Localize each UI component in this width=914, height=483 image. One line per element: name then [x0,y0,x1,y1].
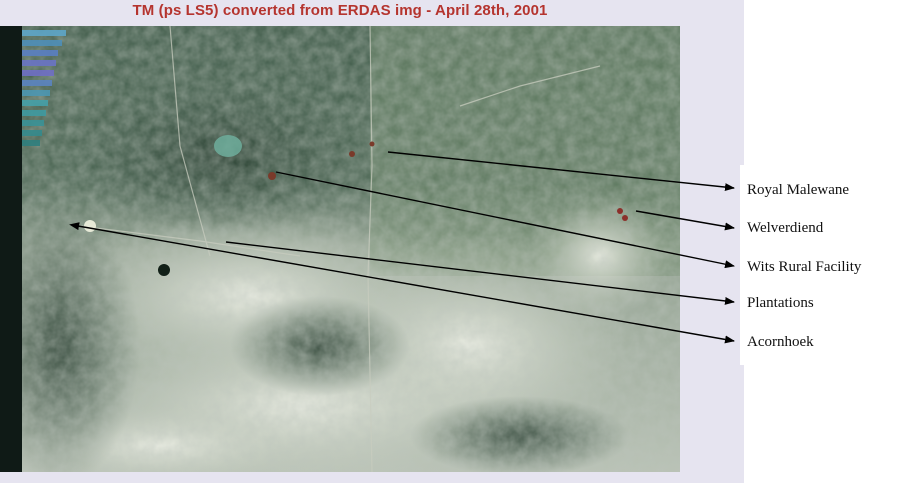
label-wits-rural-facility: Wits Rural Facility [747,259,862,275]
label-acornhoek: Acornhoek [747,334,814,350]
labels-panel [740,165,912,365]
label-plantations: Plantations [747,295,814,311]
label-royal-malewane: Royal Malewane [747,182,850,198]
figure-title: TM (ps LS5) converted from ERDAS img - A… [132,2,548,19]
satellite-image [0,26,680,472]
label-welverdiend: Welverdiend [747,220,824,236]
